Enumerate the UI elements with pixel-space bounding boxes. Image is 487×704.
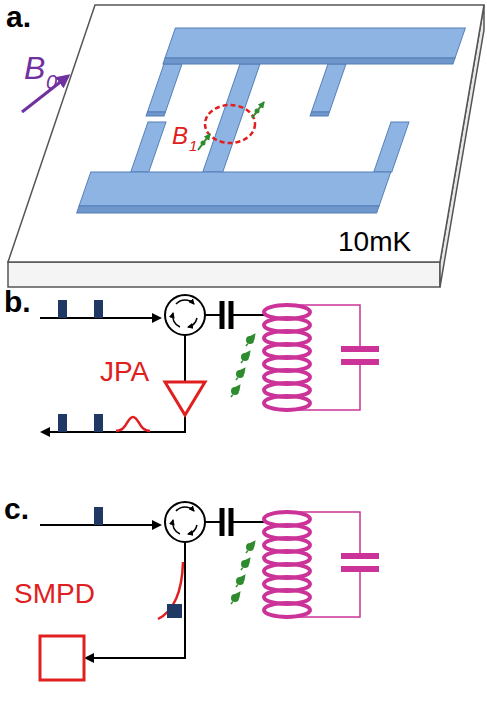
- field-subscript: 0: [46, 72, 57, 92]
- field-symbol: B: [24, 52, 45, 84]
- readout-chain-b: [40, 300, 185, 432]
- panel-letter: b.: [4, 287, 31, 317]
- triangle: [165, 382, 205, 415]
- field-symbol: B: [172, 124, 188, 148]
- square: [40, 636, 84, 680]
- node-label: JPA: [100, 358, 149, 386]
- panel-letter: a.: [6, 2, 31, 32]
- node-label: SMPD: [14, 580, 95, 608]
- temperature-label: 10mK: [338, 228, 411, 256]
- detector-box: SMPD: [10, 576, 130, 686]
- chip: [8, 5, 484, 287]
- resonator-circuit: [165, 502, 379, 617]
- field-subscript: 1: [189, 138, 197, 153]
- panel-letter: c.: [4, 494, 29, 524]
- amplifier-symbol: JPA: [100, 352, 212, 420]
